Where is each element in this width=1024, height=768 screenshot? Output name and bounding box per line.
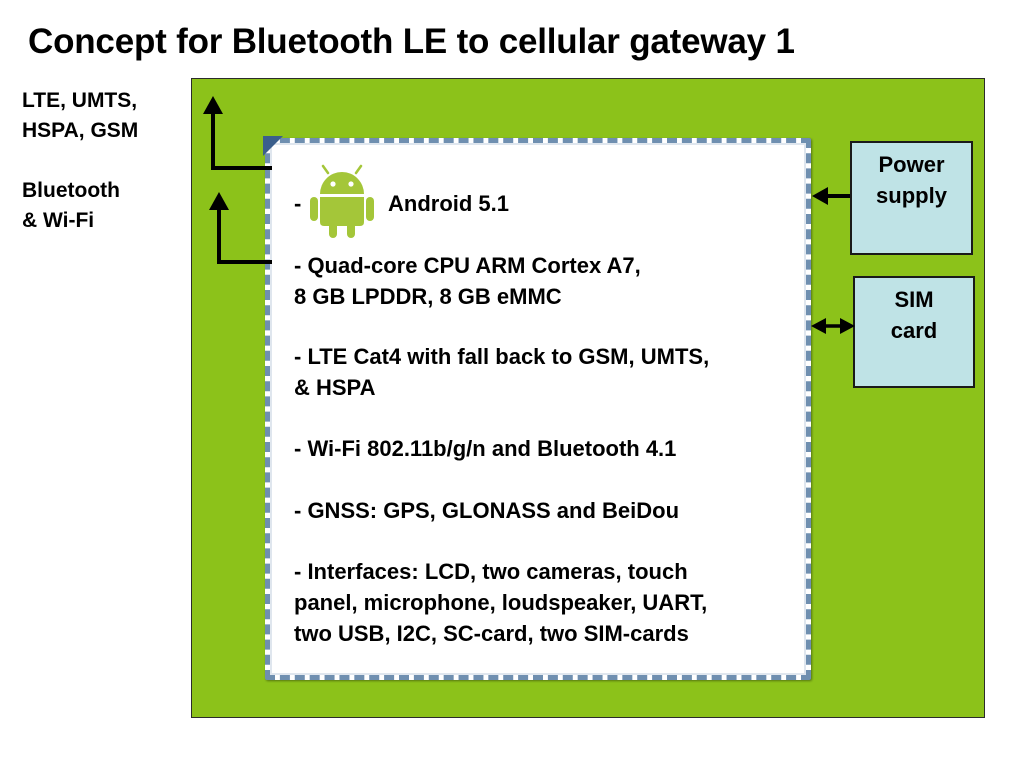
power-supply-label-line-1: Power bbox=[878, 152, 945, 177]
android-icon bbox=[310, 164, 374, 238]
sim-card-box: SIM card bbox=[853, 276, 975, 388]
short-range-radio-label: Bluetooth & Wi-Fi bbox=[22, 176, 120, 236]
smart-module bbox=[265, 138, 811, 680]
interfaces-spec-line-3: two USB, I2C, SC-card, two SIM-cards bbox=[294, 621, 689, 646]
module-corner-marker bbox=[263, 136, 283, 156]
short-range-radio-label-line-1: Bluetooth bbox=[22, 179, 120, 202]
sim-card-label-line-1: SIM bbox=[894, 287, 934, 312]
android-version: Android 5.1 bbox=[388, 191, 510, 216]
cpu-memory-spec: - Quad-core CPU ARM Cortex A7, 8 GB LPDD… bbox=[294, 250, 641, 312]
page-title: Concept for Bluetooth LE to cellular gat… bbox=[28, 22, 795, 61]
cpu-spec-line-2: 8 GB LPDDR, 8 GB eMMC bbox=[294, 284, 562, 309]
wifi-bluetooth-spec: - Wi-Fi 802.11b/g/n and Bluetooth 4.1 bbox=[294, 436, 677, 461]
lte-spec-line-2: & HSPA bbox=[294, 375, 376, 400]
cellular-radio-label-line-2: HSPA, GSM bbox=[22, 119, 139, 142]
power-supply-box: Power supply bbox=[850, 141, 973, 255]
interfaces-spec-line-1: - Interfaces: LCD, two cameras, touch bbox=[294, 559, 688, 584]
cellular-radio-label: LTE, UMTS, HSPA, GSM bbox=[22, 86, 138, 146]
lte-spec: - LTE Cat4 with fall back to GSM, UMTS, … bbox=[294, 341, 709, 403]
interfaces-spec-line-2: panel, microphone, loudspeaker, UART, bbox=[294, 590, 708, 615]
interfaces-spec: - Interfaces: LCD, two cameras, touch pa… bbox=[294, 556, 707, 649]
cpu-spec-line-1: - Quad-core CPU ARM Cortex A7, bbox=[294, 253, 641, 278]
power-supply-label-line-2: supply bbox=[876, 183, 947, 208]
sim-card-label-line-2: card bbox=[890, 318, 938, 343]
lte-spec-line-1: - LTE Cat4 with fall back to GSM, UMTS, bbox=[294, 344, 710, 369]
short-range-radio-label-line-2: & Wi-Fi bbox=[22, 209, 95, 232]
gnss-spec: - GNSS: GPS, GLONASS and BeiDou bbox=[294, 498, 680, 523]
cellular-radio-label-line-1: LTE, UMTS, bbox=[22, 89, 138, 112]
android-bullet: - bbox=[294, 191, 302, 216]
